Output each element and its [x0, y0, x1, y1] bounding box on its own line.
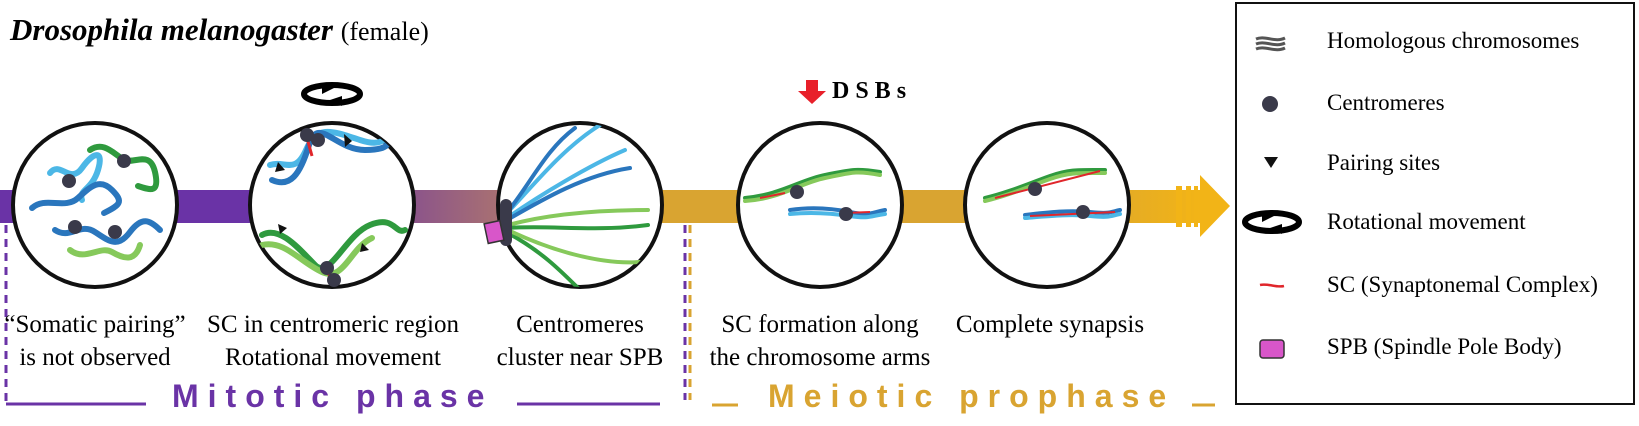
- stage-4-nucleus: [738, 123, 902, 287]
- mitotic-phase-label: Mitotic phase: [172, 378, 493, 415]
- dsbs-label: DSBs: [832, 78, 912, 105]
- rotation-icon: [304, 84, 360, 106]
- legend-item-centromeres: Centromeres: [1327, 90, 1445, 116]
- species-name: Drosophila melanogaster: [10, 12, 333, 47]
- legend-item-spb: SPB (Spindle Pole Body): [1327, 334, 1562, 360]
- legend-item-rotation: Rotational movement: [1327, 209, 1526, 235]
- stage-1-nucleus: [13, 123, 177, 287]
- dsb-arrow-icon: [798, 80, 826, 104]
- sex-label: (female): [341, 17, 429, 46]
- stage-3-caption: Centromeres cluster near SPB: [485, 308, 675, 374]
- stage-3-nucleus: [484, 123, 662, 290]
- stage-5-caption: Complete synapsis: [955, 308, 1145, 341]
- stage-2-caption: SC in centromeric region Rotational move…: [198, 308, 468, 374]
- legend-item-sc: SC (Synaptonemal Complex): [1327, 272, 1598, 298]
- meiotic-phase-label: Meiotic prophase: [768, 378, 1175, 415]
- legend-item-pairing-sites: Pairing sites: [1327, 150, 1440, 176]
- figure-title: Drosophila melanogaster (female): [10, 12, 429, 48]
- stage-4-caption: SC formation along the chromosome arms: [700, 308, 940, 374]
- stage-2-nucleus: [250, 123, 414, 287]
- legend-item-chromosomes: Homologous chromosomes: [1327, 28, 1579, 54]
- stage-5-nucleus: [965, 123, 1129, 287]
- stage-1-caption: “Somatic pairing” is not observed: [0, 308, 190, 374]
